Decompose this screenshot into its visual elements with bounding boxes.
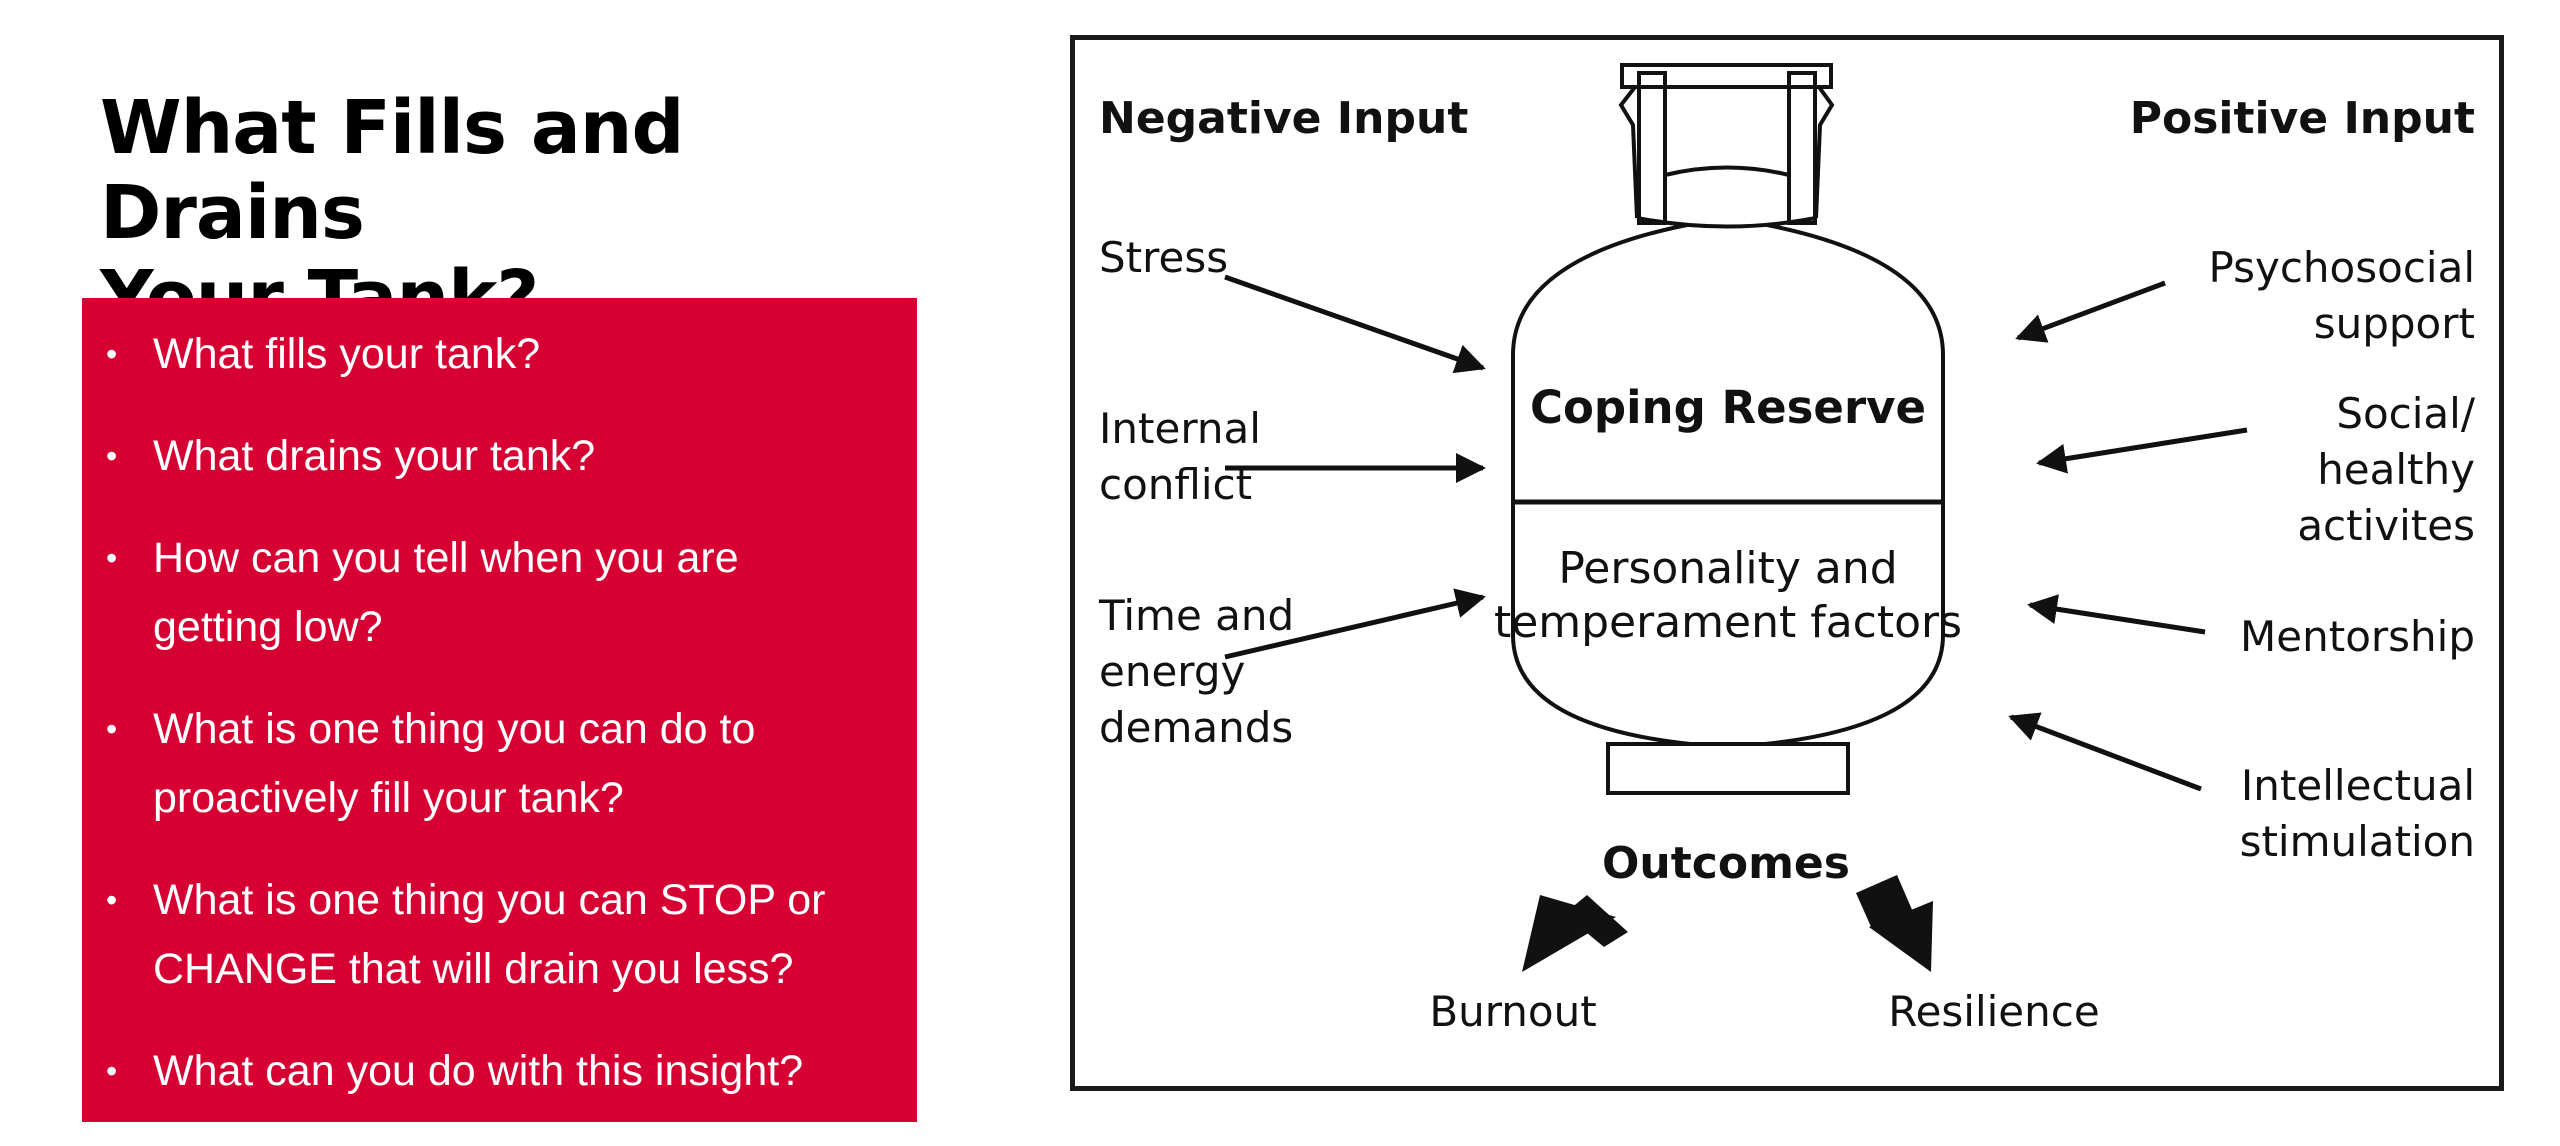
question-text-line: CHANGE that will drain you less?	[153, 945, 794, 993]
outcomes-heading: Outcomes	[1602, 838, 1850, 889]
bullet-icon: •	[106, 711, 118, 747]
positive-input-heading: Positive Input	[2130, 93, 2475, 144]
tank-diagram: Negative Input Positive Input Coping Res…	[1070, 35, 2504, 1091]
social-healthy-label-line: Social/	[2336, 389, 2476, 438]
question-text-line: What is one thing you can STOP or	[153, 876, 826, 924]
tank-valve-right-post	[1787, 71, 1817, 225]
title-line-1: What Fills and Drains	[100, 85, 684, 256]
bullet-icon: •	[106, 540, 118, 576]
question-item: • What fills your tank?	[102, 320, 897, 389]
negative-input-heading: Negative Input	[1099, 93, 1468, 144]
time-energy-label-line: Time and	[1098, 591, 1294, 640]
intellectual-stimulation-label: Intellectual stimulation	[2240, 761, 2475, 866]
internal-conflict-label: Internal conflict	[1099, 404, 1261, 509]
mentorship-label: Mentorship	[2240, 612, 2475, 661]
tank-neck	[1664, 165, 1790, 177]
intellectual-stimulation-label-line: Intellectual	[2241, 761, 2475, 810]
psychosocial-support-label-line: support	[2314, 299, 2475, 348]
resilience-arrow-icon	[1869, 901, 1933, 972]
time-energy-label: Time and energy demands	[1098, 591, 1294, 752]
bullet-icon: •	[106, 336, 118, 372]
tank-valve-left-post	[1637, 71, 1667, 225]
question-text-line: getting low?	[153, 603, 383, 651]
coping-reserve-label: Coping Reserve	[1530, 381, 1926, 434]
tank-valve-cap	[1620, 63, 1833, 89]
question-text-line: proactively fill your tank?	[153, 774, 624, 822]
questions-panel: • What fills your tank? • What drains your …	[82, 298, 917, 1122]
tank-base	[1606, 742, 1850, 795]
stress-arrow-icon	[1224, 274, 1486, 374]
social-healthy-arrow-icon	[2036, 427, 2248, 474]
social-healthy-label-line: healthy	[2317, 445, 2475, 494]
question-item: • How can you tell when you are getting lo…	[102, 524, 897, 662]
outcome-resilience: Resilience	[1888, 987, 2099, 1036]
question-item: • What is one thing you can do to proactiv…	[102, 695, 897, 833]
time-energy-arrow-icon	[1224, 588, 1486, 660]
social-healthy-label-line: activites	[2297, 501, 2475, 550]
outcome-burnout: Burnout	[1429, 987, 1596, 1036]
time-energy-label-line: energy	[1099, 647, 1245, 696]
question-item: • What is one thing you can STOP or CHANGE…	[102, 866, 897, 1004]
question-text-line: What can you do with this insight?	[153, 1047, 804, 1095]
personality-factors-line-1: Personality and	[1558, 543, 1897, 594]
tank-diagram-canvas: Negative Input Positive Input Coping Res…	[1098, 63, 2476, 1036]
question-text-line: What fills your tank?	[153, 330, 541, 378]
tank-shell	[1511, 223, 1945, 746]
stress-label-line: Stress	[1099, 233, 1228, 282]
tank-valve-guard	[1618, 85, 1835, 219]
intellectual-arrow-icon	[2008, 712, 2202, 792]
mentorship-label-line: Mentorship	[2240, 612, 2475, 661]
psychosocial-support-label: Psychosocial support	[2209, 243, 2475, 348]
question-item: • What drains your tank?	[102, 422, 897, 491]
tank-collar	[1636, 216, 1817, 229]
bullet-icon: •	[106, 1053, 118, 1089]
tank-icon	[1511, 63, 1945, 795]
question-item: • What can you do with this insight?	[102, 1037, 897, 1106]
personality-factors-line-2: temperament factors	[1494, 597, 1962, 648]
stress-label: Stress	[1099, 233, 1228, 282]
psychosocial-support-label-line: Psychosocial	[2209, 243, 2475, 292]
internal-conflict-label-line: conflict	[1099, 460, 1252, 509]
psychosocial-arrow-icon	[2015, 280, 2166, 343]
time-energy-label-line: demands	[1099, 703, 1293, 752]
question-text-line: What is one thing you can do to	[153, 705, 756, 753]
social-healthy-label: Social/healthy activites	[2297, 389, 2476, 550]
internal-conflict-label-line: Internal	[1099, 404, 1261, 453]
question-text-line: What drains your tank?	[153, 432, 596, 480]
intellectual-stimulation-label-line: stimulation	[2240, 817, 2475, 866]
questions-list: • What fills your tank? • What drains your …	[102, 320, 897, 1106]
bullet-icon: •	[106, 882, 118, 918]
mentorship-arrow-icon	[2027, 594, 2206, 635]
bullet-icon: •	[106, 438, 118, 474]
burnout-arrow-icon	[1522, 895, 1616, 972]
question-text-line: How can you tell when you are	[153, 534, 739, 582]
